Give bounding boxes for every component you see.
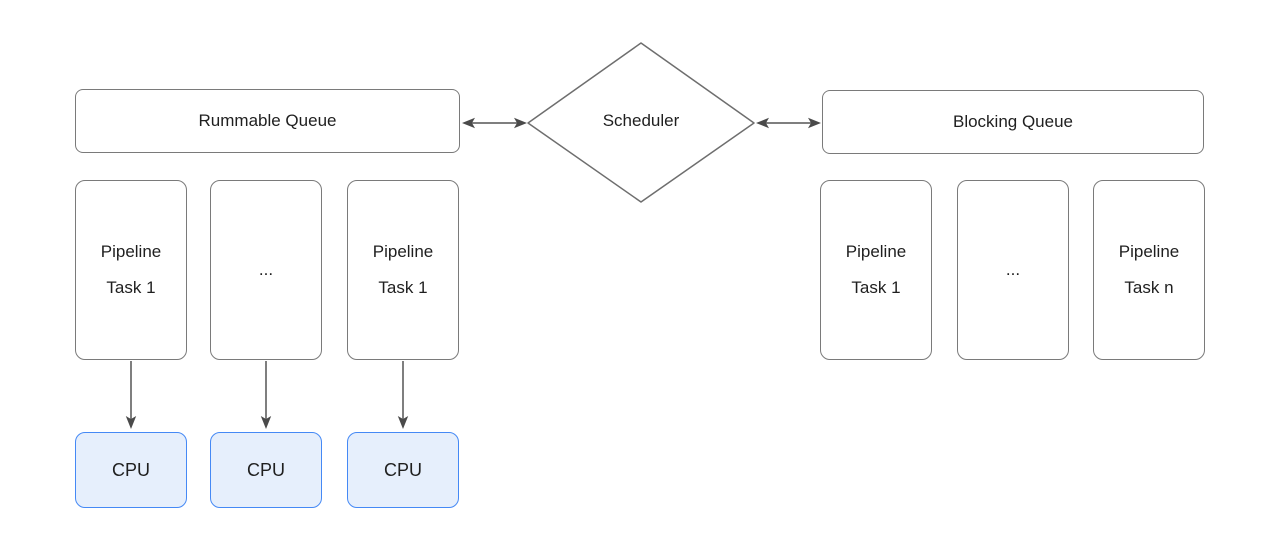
runnable-task-ellipsis-label: ... bbox=[258, 260, 274, 279]
runnable-task-label-2: Pipeline Task 1 bbox=[372, 242, 434, 297]
runnable-scheduler-arrow bbox=[462, 117, 527, 129]
blocking-task-label-1: Pipeline Task 1 bbox=[845, 242, 907, 297]
blocking-queue-box: Blocking Queue bbox=[822, 90, 1204, 154]
runnable-task-label-1: Pipeline Task 1 bbox=[100, 242, 162, 297]
task-cpu-arrow-1 bbox=[125, 361, 137, 429]
blocking-task-box-1: Pipeline Task 1 bbox=[820, 180, 932, 360]
scheduler-label: Scheduler bbox=[602, 111, 680, 130]
cpu-box-2: CPU bbox=[210, 432, 322, 508]
runnable-queue-box: Rummable Queue bbox=[75, 89, 460, 153]
cpu-box-3: CPU bbox=[347, 432, 459, 508]
cpu-label-2: CPU bbox=[246, 459, 285, 480]
runnable-task-box-ellipsis: ... bbox=[210, 180, 322, 360]
cpu-label-1: CPU bbox=[111, 459, 150, 480]
runnable-task-box-2: Pipeline Task 1 bbox=[347, 180, 459, 360]
runnable-task-box-1: Pipeline Task 1 bbox=[75, 180, 187, 360]
scheduler-diamond-shape bbox=[527, 42, 755, 203]
cpu-label-3: CPU bbox=[383, 459, 422, 480]
blocking-task-ellipsis-label: ... bbox=[1005, 260, 1021, 279]
blocking-task-label-n: Pipeline Task n bbox=[1118, 242, 1180, 297]
task-cpu-arrow-3 bbox=[397, 361, 409, 429]
scheduler-blocking-arrow bbox=[756, 117, 821, 129]
runnable-queue-label: Rummable Queue bbox=[198, 111, 337, 130]
blocking-task-box-n: Pipeline Task n bbox=[1093, 180, 1205, 360]
cpu-box-1: CPU bbox=[75, 432, 187, 508]
task-cpu-arrow-2 bbox=[260, 361, 272, 429]
blocking-queue-label: Blocking Queue bbox=[952, 112, 1074, 131]
blocking-task-box-ellipsis: ... bbox=[957, 180, 1069, 360]
